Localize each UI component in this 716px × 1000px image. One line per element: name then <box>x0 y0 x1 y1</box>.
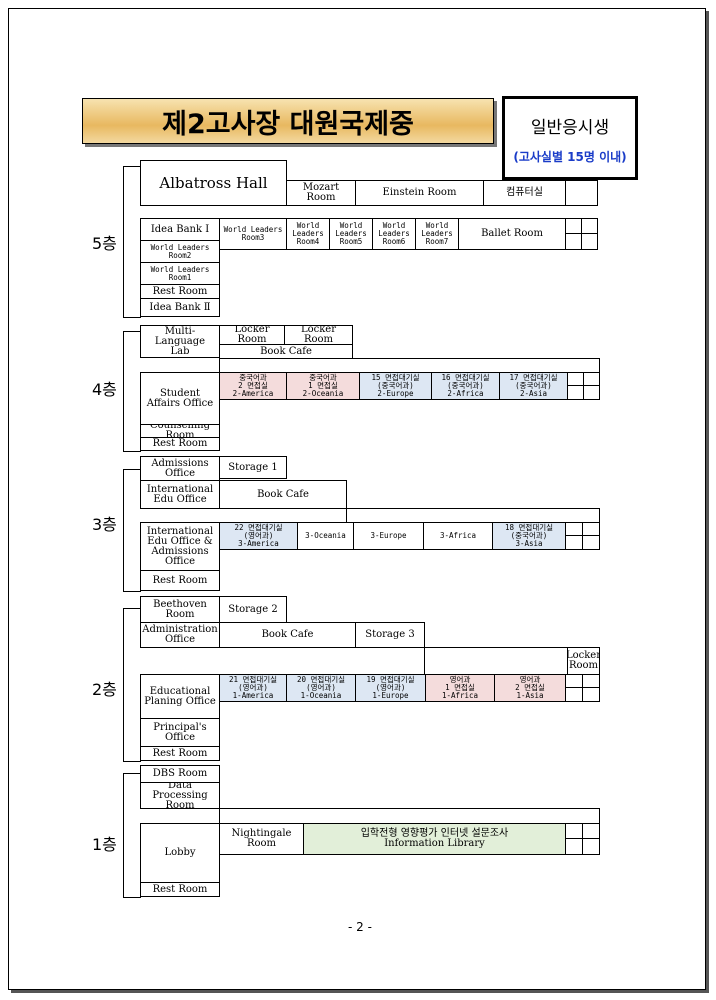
room-f1-dpr: Data Processing Room <box>140 782 220 809</box>
room-f3-r3: 3-Europe <box>353 522 424 550</box>
room-f3-r1: 22 면접대기실 (영어과) 3-America <box>219 522 298 550</box>
room-f4-mll: Multi-Language Lab <box>140 325 220 358</box>
room-f2-r2: 20 면접대기실 (영어과) 1-Oceania <box>286 674 356 702</box>
room-f5-wl4: World Leaders Room4 <box>286 218 330 250</box>
room-f1-library: 입학전형 영향평가 인터넷 설문조사 Information Library <box>303 823 566 855</box>
room-f2-admin: Administration Office <box>140 622 220 648</box>
room-f5-ballet: Ballet Room <box>458 218 566 250</box>
unlabeled-cell <box>582 674 600 688</box>
floor-bracket-5 <box>123 166 141 318</box>
room-f4-student: Student Affairs Office <box>140 372 220 425</box>
room-f4-locker1: Locker Room <box>219 325 285 345</box>
room-f4-r4: 16 면접대기실 (중국어과) 2-Africa <box>431 372 500 400</box>
unlabeled-cell <box>582 535 600 550</box>
room-f2-locker: Locker Room <box>567 647 600 675</box>
room-capacity-note: (고사실별 15명 이내) <box>513 150 627 164</box>
floor-bracket-2 <box>123 608 141 762</box>
floor-label-5: 5층 <box>92 234 117 253</box>
room-f5-mozart: Mozart Room <box>286 180 356 206</box>
room-f4-locker2: Locker Room <box>284 325 353 345</box>
unlabeled-cell <box>565 838 583 855</box>
unlabeled-cell <box>565 687 583 702</box>
unlabeled-cell <box>583 372 600 386</box>
corridor <box>346 508 600 523</box>
room-f5-wl6: World Leaders Room6 <box>372 218 416 250</box>
room-f5-wl2: World Leaders Room2 <box>140 240 220 263</box>
room-f4-counsel: Counselling Room <box>140 424 220 438</box>
room-f4-r1: 중국어과 2 면접실 2-America <box>219 372 287 400</box>
unlabeled-cell <box>565 522 583 536</box>
room-f3-storage1: Storage 1 <box>219 456 287 479</box>
unlabeled-cell <box>567 372 584 386</box>
room-f5-rest: Rest Room <box>140 284 220 299</box>
room-f2-rest: Rest Room <box>140 746 220 761</box>
room-f4-bookcafe: Book Cafe <box>219 344 353 359</box>
unlabeled-cell <box>565 674 583 688</box>
room-f5-albatross: Albatross Hall <box>140 160 287 206</box>
room-f5-ideabank1: Idea Bank Ⅰ <box>140 218 220 241</box>
room-f3-intladm: International Edu Office & Admissions Of… <box>140 522 220 571</box>
room-f5-wl3: World Leaders Room3 <box>219 218 287 250</box>
room-f3-rest: Rest Room <box>140 570 220 591</box>
unlabeled-cell <box>565 535 583 550</box>
room-f2-storage3: Storage 3 <box>355 622 425 648</box>
unlabeled-cell <box>582 687 600 702</box>
unlabeled-cell <box>565 218 582 234</box>
unlabeled-cell <box>582 838 600 855</box>
room-f3-admissions: Admissions Office <box>140 456 220 481</box>
room-f5-wl1: World Leaders Room1 <box>140 262 220 285</box>
room-f3-intl: International Edu Office <box>140 480 220 509</box>
room-f4-r5: 17 면접대기실 (중국어과) 2-Asia <box>499 372 568 400</box>
room-f4-r2: 중국어과 1 면접실 2-Oceania <box>286 372 360 400</box>
room-f2-edu: Educational Planing Office <box>140 674 220 719</box>
unlabeled-cell <box>567 385 584 400</box>
unlabeled-cell <box>581 233 598 250</box>
floor-bracket-1 <box>123 773 141 898</box>
room-f5-computer: 컴퓨터실 <box>483 180 566 206</box>
room-f5-wl5: World Leaders Room5 <box>329 218 373 250</box>
room-f3-r2: 3-Oceania <box>297 522 354 550</box>
room-f4-rest: Rest Room <box>140 437 220 451</box>
unlabeled-cell <box>565 233 582 250</box>
room-f2-beethoven: Beethoven Room <box>140 596 220 623</box>
unlabeled-cell <box>583 385 600 400</box>
unlabeled-cell <box>581 218 598 234</box>
applicant-type: 일반응시생 <box>530 118 610 138</box>
applicant-info-box: 일반응시생 (고사실별 15명 이내) <box>502 96 638 180</box>
page-number: - 2 - <box>348 920 372 934</box>
room-f1-nightingale: Nightingale Room <box>219 823 304 855</box>
room-f2-bookcafe: Book Cafe <box>219 622 356 648</box>
room-f4-r3: 15 면접대기실 (중국어과) 2-Europe <box>359 372 432 400</box>
corridor <box>219 358 600 373</box>
floor-label-1: 1층 <box>92 835 117 854</box>
room-f3-r4: 3-Africa <box>423 522 493 550</box>
unlabeled-cell <box>565 823 583 839</box>
corridor <box>424 647 568 675</box>
floor-label-4: 4층 <box>92 380 117 399</box>
corridor <box>219 808 600 824</box>
room-f1-rest: Rest Room <box>140 882 220 897</box>
unlabeled-cell <box>582 522 600 536</box>
floor-bracket-4 <box>123 331 141 452</box>
room-f2-r5: 영어과 2 면접실 1-Asia <box>494 674 566 702</box>
unlabeled-cell <box>565 180 598 206</box>
room-f3-bookcafe: Book Cafe <box>219 480 347 509</box>
room-f1-dbs: DBS Room <box>140 765 220 783</box>
room-f2-r4: 영어과 1 면접실 1-Africa <box>425 674 495 702</box>
room-f5-wl7: World Leaders Room7 <box>415 218 459 250</box>
floor-label-2: 2층 <box>92 680 117 699</box>
floor-bracket-3 <box>123 469 141 592</box>
room-f5-ideabank2: Idea Bank Ⅱ <box>140 298 220 317</box>
room-f5-einstein: Einstein Room <box>355 180 484 206</box>
room-f2-storage2: Storage 2 <box>219 596 287 623</box>
unlabeled-cell <box>582 823 600 839</box>
page-title: 제2고사장 대원국제중 <box>82 98 494 144</box>
room-f2-r3: 19 면접대기실 (영어과) 1-Europe <box>355 674 426 702</box>
room-f2-principal: Principal's Office <box>140 718 220 747</box>
room-f1-lobby: Lobby <box>140 823 220 883</box>
room-f2-r1: 21 면접대기실 (영어과) 1-America <box>219 674 287 702</box>
room-f3-r5: 18 면접대기실 (중국어과) 3-Asia <box>492 522 566 550</box>
floor-label-3: 3층 <box>92 515 117 534</box>
